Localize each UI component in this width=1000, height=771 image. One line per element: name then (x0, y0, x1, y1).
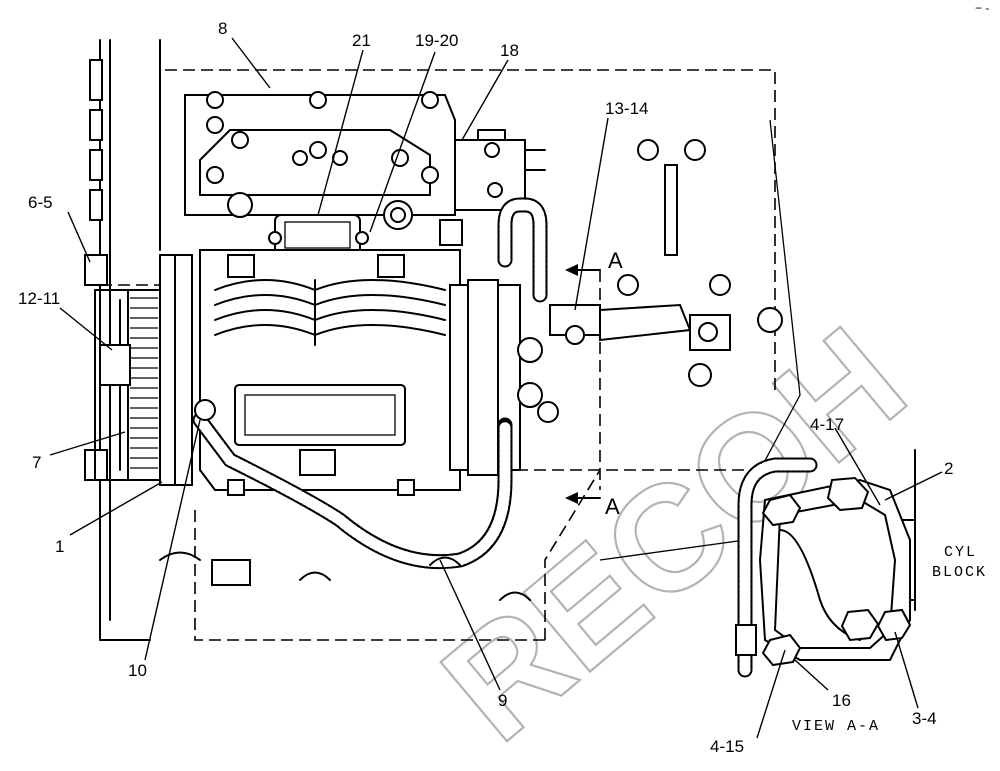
callout-2: 2 (944, 459, 953, 478)
air-compressor (184, 91, 461, 496)
callout-1: 1 (55, 537, 64, 556)
callout-10: 10 (128, 661, 147, 680)
section-mark-top: A (608, 248, 623, 273)
callout-6-5: 6-5 (28, 193, 53, 212)
callout-4-15: 4-15 (710, 737, 744, 756)
callout-16: 16 (832, 691, 851, 710)
callout-13-14: 13-14 (605, 99, 648, 118)
callout-4-17: 4-17 (810, 415, 844, 434)
corner-mark: − - (975, 1, 989, 15)
governor-block (439, 129, 546, 246)
callout-8: 8 (218, 19, 227, 38)
block-label-line1: CYL (944, 544, 977, 561)
section-mark-bottom: A (605, 494, 620, 519)
view-caption: VIEW A-A (792, 718, 880, 735)
section-cut: A A (565, 248, 623, 519)
callout-18: 18 (500, 41, 519, 60)
callout-19-20: 19-20 (415, 31, 458, 50)
callout-21: 21 (352, 31, 371, 50)
callout-3-4: 3-4 (912, 709, 937, 728)
lower-frame (159, 551, 531, 601)
leader-lines (49, 37, 943, 739)
callout-12-11: 12-11 (18, 289, 60, 308)
callouts: 8 21 19-20 18 13-14 6-5 12-11 7 1 10 9 4… (18, 19, 953, 756)
callout-9: 9 (498, 691, 507, 710)
drive-gear (99, 254, 193, 486)
view-a-a-inset: VIEW A-A CYL BLOCK (735, 449, 987, 735)
upper-tube (497, 197, 731, 351)
hose-assembly (192, 399, 513, 570)
block-label-line2: BLOCK (932, 564, 987, 581)
callout-7: 7 (32, 453, 41, 472)
